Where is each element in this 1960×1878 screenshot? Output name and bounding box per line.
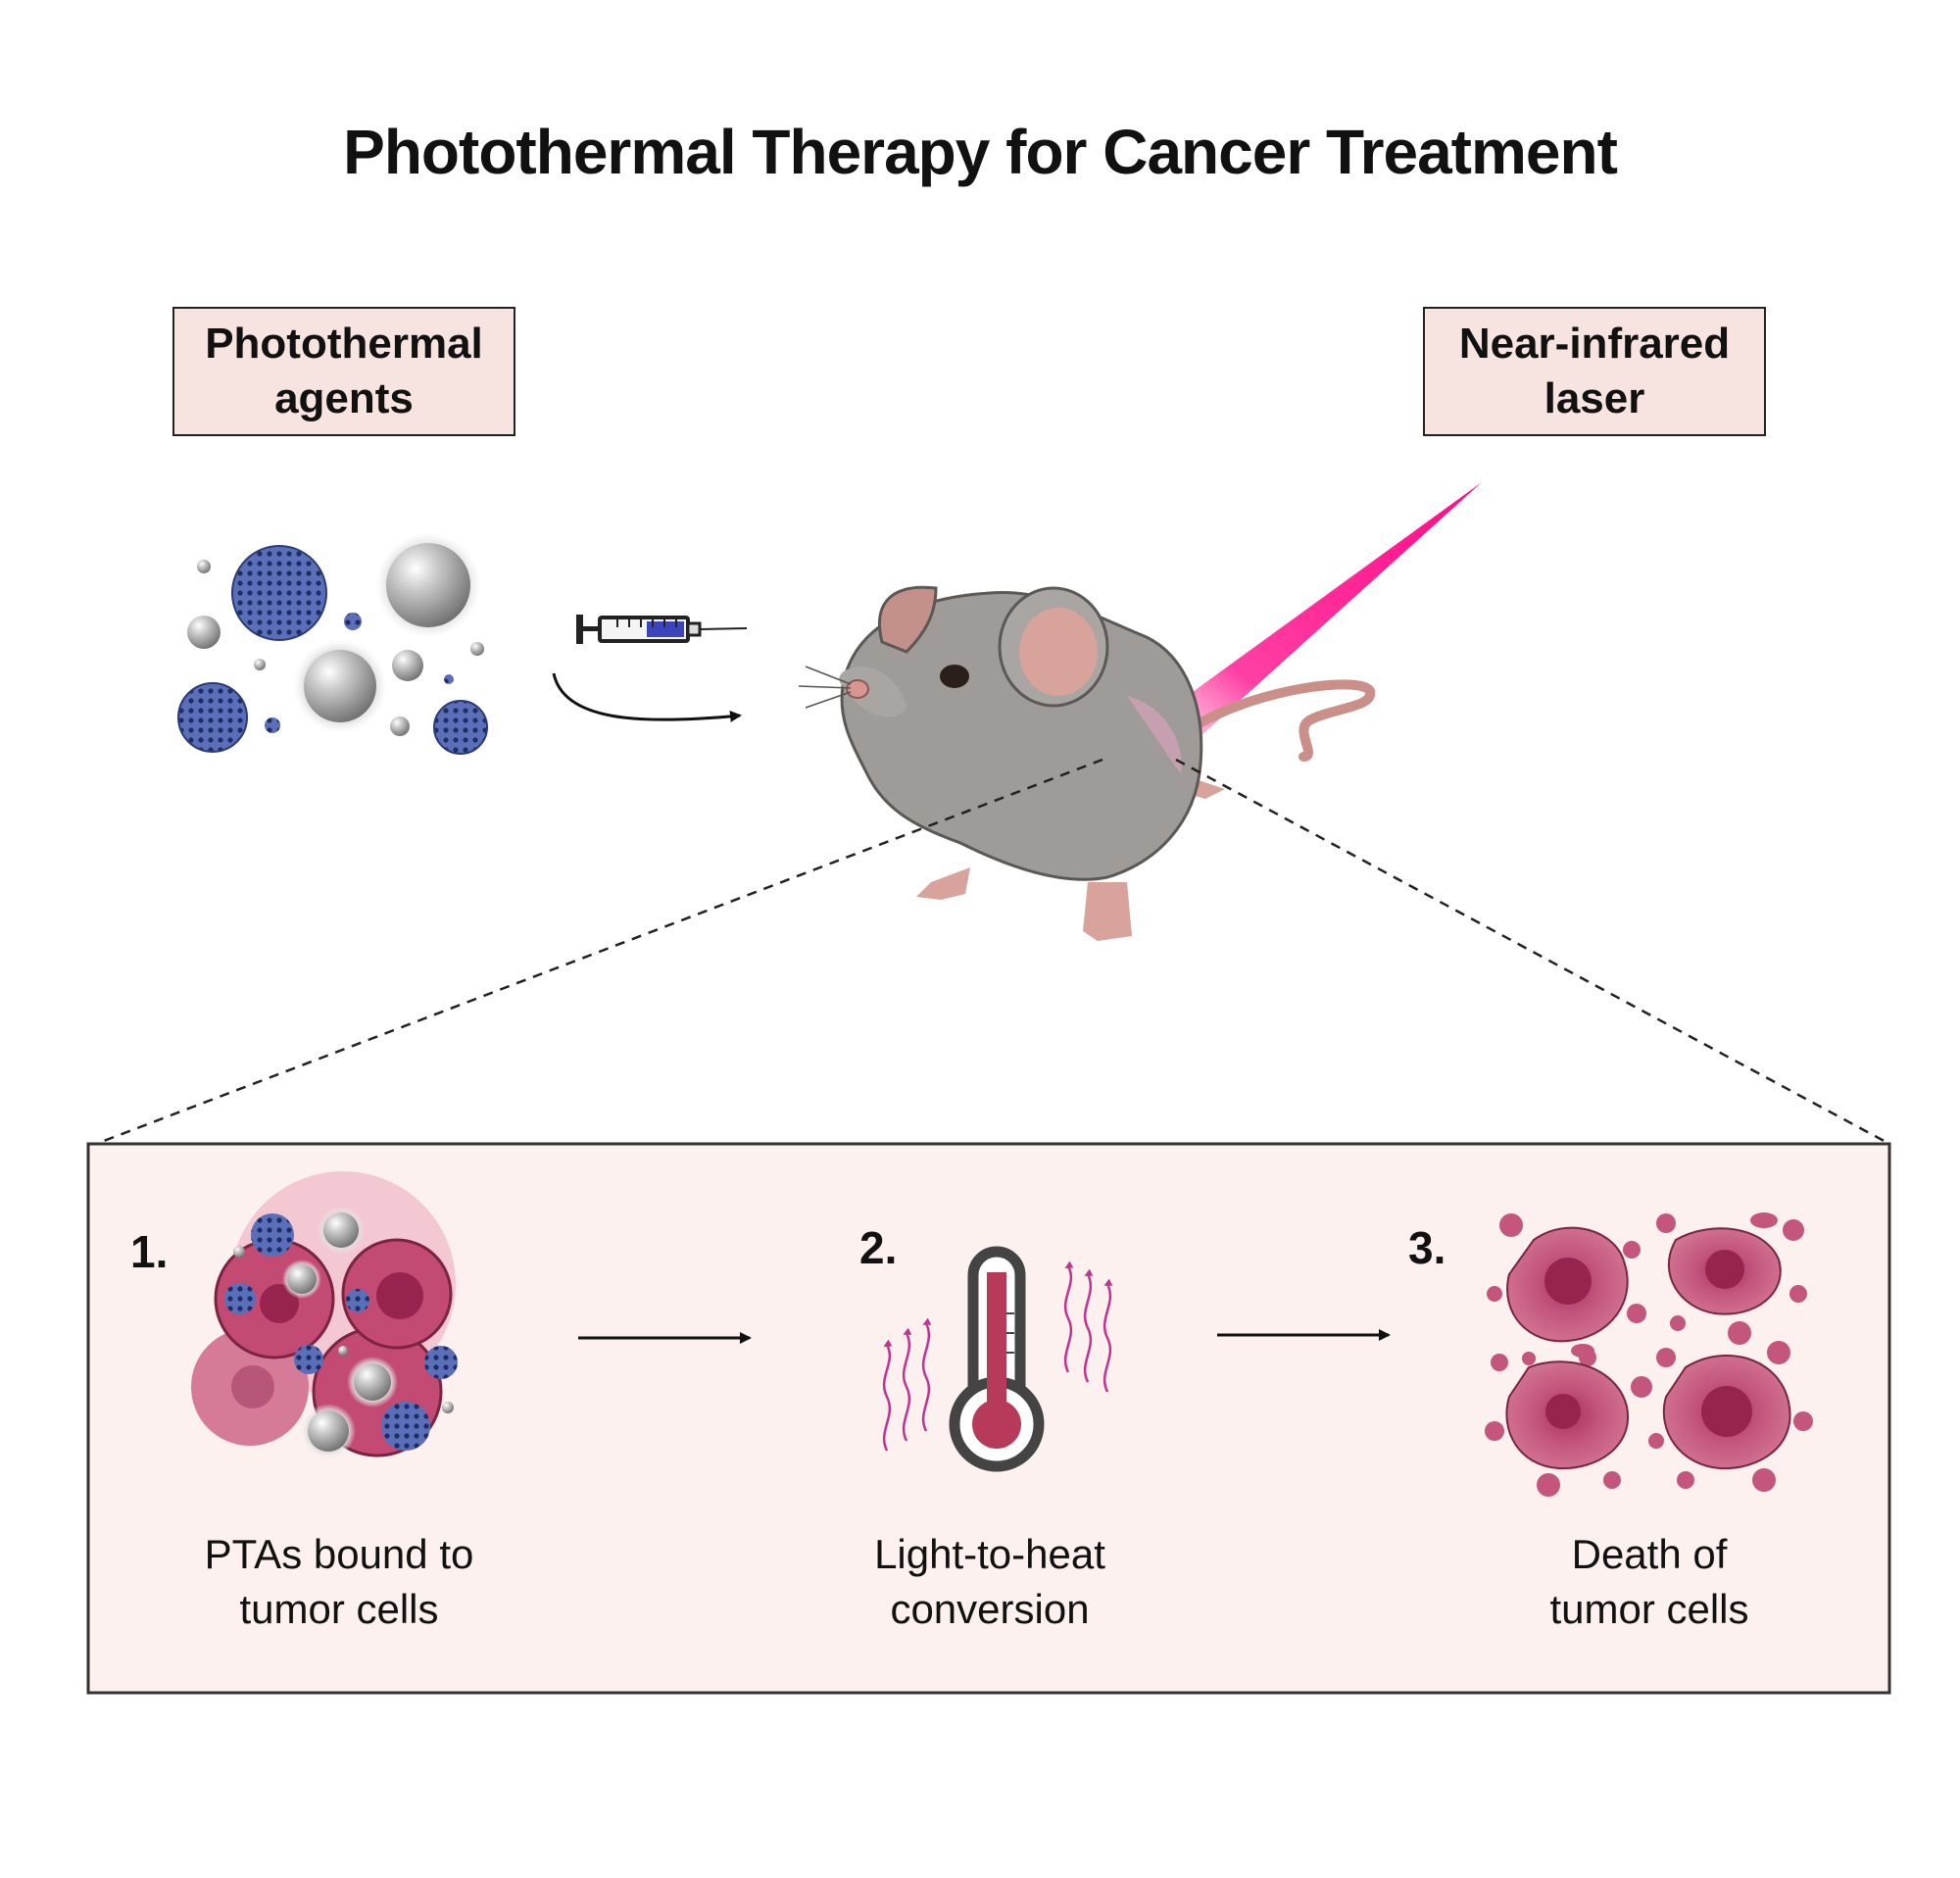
page-title: Photothermal Therapy for Cancer Treatmen…: [343, 117, 1618, 187]
tumor-cell-cluster: [191, 1171, 458, 1458]
mouse-hind-paw: [1083, 882, 1132, 941]
photothermal-agents-text: Photothermal agents: [205, 320, 483, 422]
dead-cell: [1487, 1213, 1646, 1366]
gray-nanoparticle: [392, 650, 423, 681]
mouse-ear-right-inner: [1019, 608, 1098, 696]
laser-beam: [1157, 482, 1482, 737]
heat-wave-icon: [882, 1260, 1113, 1452]
mouse-body: [840, 590, 1203, 881]
gray-nanoparticle: [470, 642, 484, 656]
near-infrared-laser-text: Near-infrared laser: [1458, 320, 1731, 422]
mouse-front-paw: [916, 867, 970, 900]
thermometer-icon: [949, 1246, 1045, 1472]
mouse-tail: [1191, 679, 1376, 762]
photothermal-agents-label: Photothermal agents: [172, 307, 515, 436]
gray-nanoparticle: [197, 560, 211, 573]
dead-cell-cluster: [1485, 1212, 1813, 1497]
step-3-number: 3.: [1408, 1222, 1446, 1273]
gray-nanoparticle: [254, 659, 266, 670]
gray-nanoparticle: [304, 650, 376, 722]
mouse-eye: [940, 665, 969, 688]
gray-nanoparticle: [386, 543, 470, 627]
injection-arrow: [552, 672, 742, 722]
dead-cell: [1648, 1341, 1813, 1492]
step-2-number: 2.: [859, 1222, 898, 1273]
blue-nanoparticle: [231, 545, 327, 641]
zoom-line-right: [1175, 758, 1890, 1146]
gray-nanoparticle: [187, 616, 220, 649]
blue-nanoparticle: [177, 682, 248, 753]
blue-nanoparticle: [444, 674, 454, 684]
mouse-ear-left: [877, 585, 938, 654]
blue-nanoparticle: [344, 613, 362, 630]
step-2-caption: Light-to-heat conversion: [874, 1531, 1105, 1632]
nanoparticle-cluster: [177, 532, 488, 755]
blue-nanoparticle: [265, 717, 280, 733]
step-1-caption: PTAs bound to tumor cells: [204, 1531, 474, 1632]
dead-cell: [1485, 1344, 1652, 1497]
near-infrared-laser-label: Near-infrared laser: [1423, 307, 1766, 436]
mouse-whiskers: [798, 666, 852, 709]
zoom-line-left: [95, 758, 1103, 1146]
blue-nanoparticle: [433, 700, 488, 755]
gray-nanoparticle: [390, 717, 410, 736]
step-3-caption: Death of tumor cells: [1549, 1531, 1749, 1632]
mouse-nose: [846, 679, 869, 699]
mouse-snout: [839, 667, 906, 717]
dead-cell: [1656, 1212, 1807, 1345]
syringe-icon: [576, 615, 748, 644]
laser-glow: [1127, 696, 1182, 774]
step-1-number: 1.: [130, 1226, 169, 1277]
mouse-icon: [798, 585, 1376, 941]
